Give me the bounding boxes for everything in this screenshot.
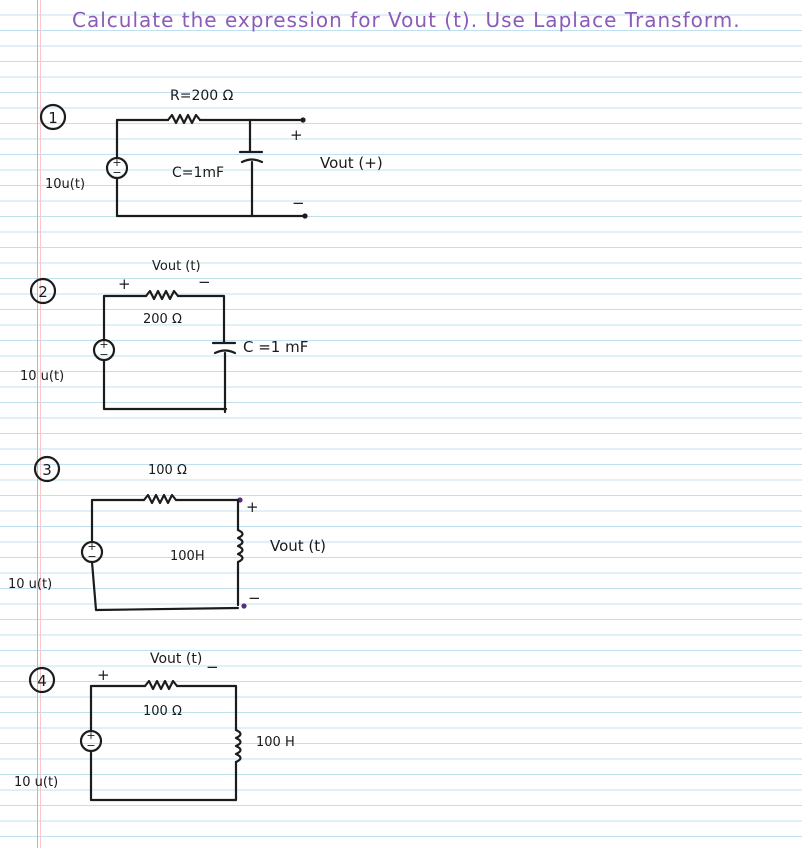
wire-bottom — [90, 560, 240, 612]
resistor-icon — [166, 113, 202, 125]
inductor-label: 100 H — [256, 735, 295, 750]
svg-text:−: − — [86, 739, 95, 752]
wire-top-left — [115, 118, 170, 160]
wire-bottom — [89, 749, 238, 802]
plus-sign: + — [246, 498, 259, 516]
resistor-label: R=200 Ω — [170, 88, 234, 104]
resistor-icon — [144, 289, 180, 301]
output-label: Vout (+) — [320, 154, 383, 172]
wire-top-right — [176, 294, 226, 344]
svg-text:−: − — [99, 348, 108, 361]
output-terminal-minus — [241, 603, 247, 609]
problem-2: 2 + − 10 u(t) Vout (t) + − 200 Ω C =1 mF — [20, 259, 308, 414]
wire-top-left — [90, 498, 146, 544]
wire-bottom — [102, 358, 228, 411]
plus-sign: + — [290, 126, 303, 144]
resistor-icon — [143, 679, 179, 691]
output-label: Vout (t) — [152, 259, 201, 274]
problem-3: 3 + − 10 u(t) 100 Ω 100H + − Vout (t) — [8, 455, 326, 612]
inductor-label: 100H — [170, 549, 205, 564]
problem-number: 4 — [37, 672, 47, 690]
capacitor-label: C =1 mF — [243, 338, 308, 356]
output-terminal-plus — [300, 117, 306, 123]
inductor-icon — [236, 528, 244, 564]
plus-sign: + — [97, 666, 110, 684]
capacitor-plate-bottom — [213, 349, 237, 355]
resistor-label: 100 Ω — [148, 463, 187, 478]
capacitor-label: C=1mF — [172, 165, 224, 181]
plus-sign: + — [118, 275, 131, 293]
svg-text:+: + — [86, 729, 95, 742]
minus-sign: − — [248, 589, 261, 607]
svg-text:−: − — [112, 166, 121, 179]
output-label: Vout (t) — [270, 537, 326, 555]
source-label: 10 u(t) — [14, 775, 58, 790]
resistor-label: 100 Ω — [143, 704, 182, 719]
wire-top-right — [175, 684, 238, 732]
source-label: 10 u(t) — [20, 369, 64, 384]
problem-number-circle — [28, 666, 56, 694]
minus-sign: − — [198, 273, 211, 291]
margin-line — [37, 0, 38, 848]
source-label: 10 u(t) — [8, 577, 52, 592]
svg-text:+: + — [112, 156, 121, 169]
problem-number-circle — [39, 103, 67, 131]
svg-text:−: − — [87, 550, 96, 563]
resistor-label: 200 Ω — [143, 312, 182, 327]
wire-top-left — [89, 684, 147, 733]
page-title: Calculate the expression for Vout (t). U… — [72, 8, 741, 32]
source-label: 10u(t) — [45, 177, 85, 192]
problem-number-circle — [33, 455, 61, 483]
inductor-icon — [234, 728, 242, 764]
margin-line-inner — [40, 0, 41, 848]
output-terminal-minus — [302, 213, 308, 219]
minus-sign: − — [206, 658, 219, 676]
resistor-icon — [142, 493, 178, 505]
wire-bottom — [115, 176, 305, 218]
output-label: Vout (t) — [150, 651, 202, 667]
wire-top-left — [102, 294, 148, 342]
problem-number: 2 — [38, 283, 48, 301]
capacitor-plate-bottom — [240, 158, 264, 164]
problem-number: 1 — [48, 109, 58, 127]
svg-text:+: + — [99, 338, 108, 351]
problem-1: 1 + − 10u(t) R=200 Ω C=1mF + − Vout (+) — [39, 88, 383, 219]
minus-sign: − — [292, 194, 305, 212]
problem-number-circle — [29, 277, 57, 305]
problem-4: 4 + − 10 u(t) Vout (t) + − 100 Ω 100 H — [14, 651, 295, 802]
svg-text:+: + — [87, 540, 96, 553]
problem-number: 3 — [42, 461, 52, 479]
